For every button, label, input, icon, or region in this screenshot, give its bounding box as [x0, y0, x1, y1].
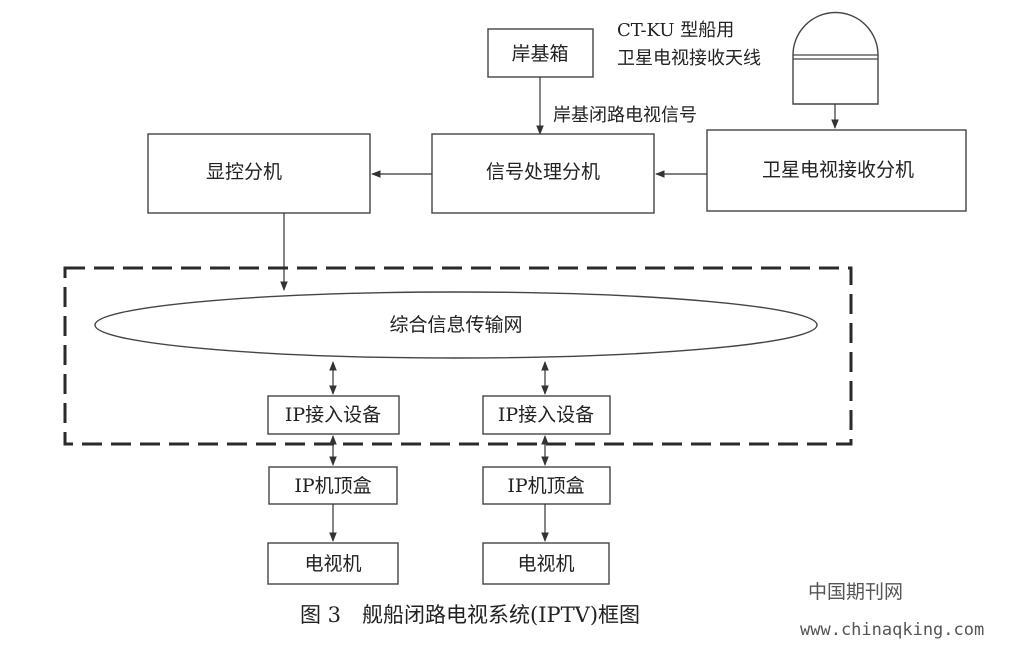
ip-access-left-box [267, 395, 400, 435]
stb-right-box [482, 466, 611, 505]
watermark-url: www.chinaqking.com [800, 620, 985, 640]
network-dashed-boundary [63, 266, 853, 446]
network-ellipse [94, 291, 818, 359]
stb-left-label: IP机顶盒 [294, 475, 371, 497]
tv-right-label: 电视机 [517, 553, 574, 575]
watermark-cn: 中国期刊网 [808, 581, 904, 603]
signal-processing-label: 信号处理分机 [486, 161, 600, 183]
ip-access-right-label: IP接入设备 [498, 404, 594, 426]
satellite-receiver-box [706, 129, 967, 212]
figure-caption: 图 3 舰船闭路电视系统(IPTV)框图 [300, 603, 640, 627]
tv-left-label: 电视机 [304, 553, 361, 575]
stb-right-label: IP机顶盒 [507, 475, 584, 497]
antenna-label-line2: 卫星电视接收天线 [617, 48, 761, 69]
shore-box-label: 岸基箱 [511, 43, 568, 65]
antenna-label-line1: CT-KU 型船用 [617, 20, 734, 41]
display-control-box [147, 133, 371, 214]
satellite-antenna-icon [792, 11, 879, 105]
network-label: 综合信息传输网 [389, 314, 522, 336]
ip-access-left-label: IP接入设备 [285, 404, 381, 426]
ip-access-right-box [482, 395, 611, 435]
satellite-receiver-label: 卫星电视接收分机 [762, 159, 914, 181]
display-control-label: 显控分机 [206, 161, 282, 183]
tv-left-box [267, 542, 399, 585]
tv-right-box [482, 542, 610, 585]
shore-signal-label: 岸基闭路电视信号 [553, 105, 697, 126]
